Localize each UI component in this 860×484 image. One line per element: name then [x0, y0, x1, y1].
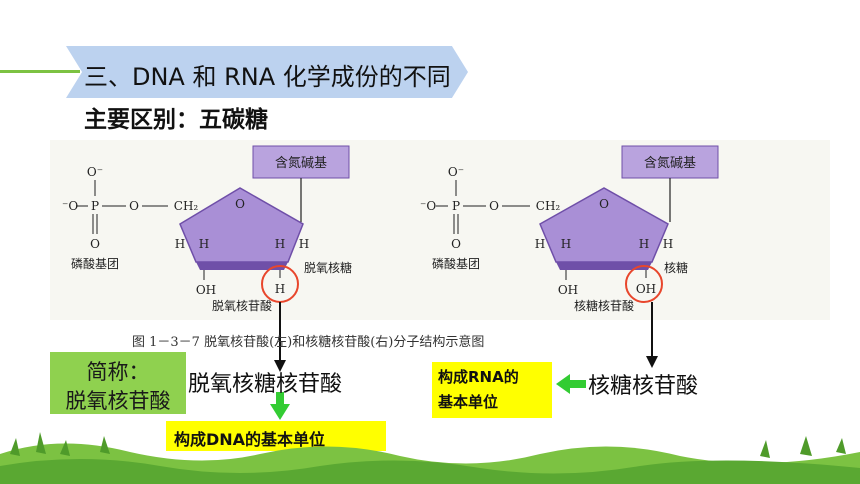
left-o-left: ⁻O — [62, 199, 78, 213]
grass-footer-decoration — [0, 432, 860, 484]
dna-unit-box: 构成DNA的基本单位 — [166, 421, 386, 451]
left-h4: H — [299, 237, 309, 251]
right-sugar-ring — [539, 187, 669, 263]
title-accent-line — [0, 70, 80, 73]
left-sugar-ring — [179, 187, 304, 263]
left-o-bridge: O — [129, 199, 139, 213]
short-name-box: 简称： 脱氧核苷酸 — [50, 352, 186, 414]
deoxynucleotide-structure: 含氮碱基 O O⁻ ⁻O P O CH₂ O 磷酸基团 H H H H OH H… — [62, 145, 352, 313]
left-phosphate-label: 磷酸基团 — [71, 256, 119, 271]
page-title: 三、DNA 和 RNA 化学成份的不同 — [84, 63, 451, 91]
left-sugar-label: 脱氧核糖 — [304, 260, 352, 275]
rna-unit-line2: 基本单位 — [438, 393, 499, 411]
right-o-minus: O⁻ — [448, 165, 464, 179]
page-subtitle: 主要区别：五碳糖 — [84, 107, 268, 133]
right-h4: H — [663, 237, 673, 251]
right-o-double: O — [451, 237, 461, 251]
rna-unit-box: 构成RNA的 基本单位 — [432, 362, 552, 418]
left-h-circled: H — [275, 282, 285, 296]
title-banner — [66, 46, 468, 98]
short-name-line1: 简称： — [86, 360, 150, 384]
right-ch2: CH₂ — [536, 199, 561, 213]
left-ch2: CH₂ — [174, 199, 199, 213]
left-ring-oxygen: O — [235, 197, 245, 211]
right-h2: H — [561, 237, 571, 251]
right-highlight-circle — [625, 265, 663, 303]
ribonucleotide-structure: 含氮碱基 O O⁻ ⁻O P O CH₂ O 磷酸基团 H H H H OH O… — [420, 145, 719, 313]
right-base-label: 含氮碱基 — [644, 155, 696, 171]
right-ring-edge — [556, 262, 652, 270]
right-oh: OH — [558, 283, 578, 297]
figure-caption: 图 1－3－7 脱氧核苷酸(左)和核糖核苷酸(右)分子结构示意图 — [132, 335, 485, 350]
rna-unit-line1: 构成RNA的 — [438, 368, 519, 386]
right-sugar-label: 核糖 — [664, 260, 688, 275]
left-ring-edge — [196, 262, 288, 270]
right-h3: H — [639, 237, 649, 251]
right-oh-circled: OH — [636, 282, 656, 296]
left-oh: OH — [196, 283, 216, 297]
right-nucleotide-label: 核糖核苷酸 — [574, 298, 634, 313]
left-down-arrowhead — [274, 360, 286, 372]
green-left-arrow — [556, 374, 586, 394]
left-nucleotide-label: 脱氧核苷酸 — [212, 298, 272, 313]
left-o-minus: O⁻ — [87, 165, 103, 179]
left-base-label: 含氮碱基 — [275, 155, 327, 171]
right-o-left: ⁻O — [420, 199, 436, 213]
right-base-box — [621, 145, 719, 179]
left-phosphorus: P — [91, 199, 99, 213]
deoxy-full-name: 脱氧核糖核苷酸 — [188, 372, 343, 397]
short-name-line2: 脱氧核苷酸 — [65, 389, 171, 413]
right-ring-oxygen: O — [599, 197, 609, 211]
left-o-double: O — [90, 237, 100, 251]
right-h1: H — [535, 237, 545, 251]
right-o-bridge: O — [489, 199, 499, 213]
right-phosphate-label: 磷酸基团 — [432, 256, 480, 271]
right-down-arrowhead — [646, 356, 658, 368]
right-phosphorus: P — [452, 199, 460, 213]
left-h3: H — [275, 237, 285, 251]
left-h1: H — [175, 237, 185, 251]
dna-unit-label: 构成DNA的基本单位 — [174, 430, 326, 449]
green-down-arrow — [270, 392, 290, 420]
left-h2: H — [199, 237, 209, 251]
ribo-full-name: 核糖核苷酸 — [588, 374, 699, 399]
